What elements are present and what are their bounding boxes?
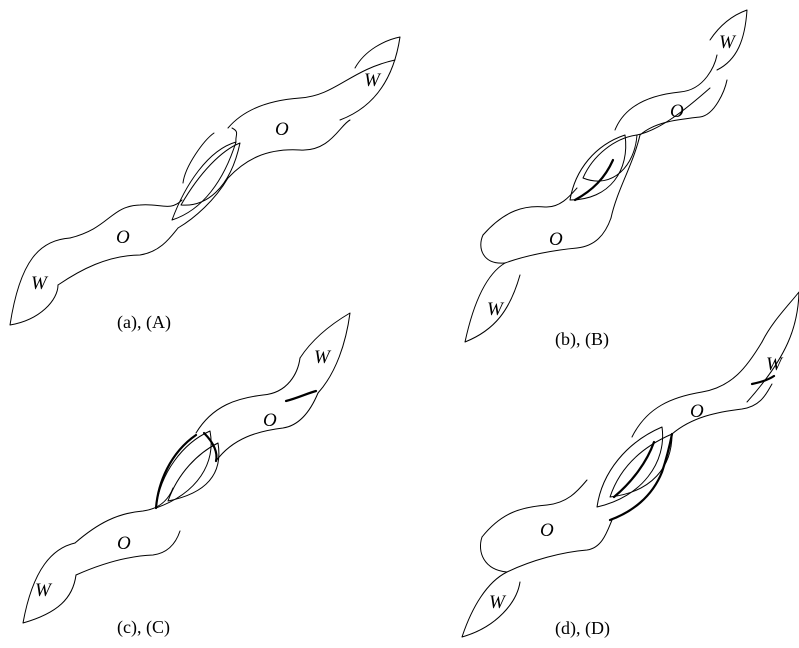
o-ribbon-upper-top [195,357,301,434]
label-o-upper: O [263,410,277,431]
panel-b: W O O W (b), (B) [464,9,748,350]
cross-bold-left [154,433,198,510]
panel-c: W O O W (c), (C) [22,312,351,638]
o-ribbon-upper-bottom [639,79,728,136]
o-ribbon-lower-top [69,199,183,239]
label-o-lower: O [117,533,131,554]
label-o-upper: O [670,101,684,122]
w-lobe-lower [461,571,521,638]
o-ribbon-upper-bold [284,389,318,403]
o-ribbon-upper-right [636,87,711,136]
cross-bold-edge [573,158,615,202]
cross-bold-lens [608,432,674,522]
label-w-upper: W [314,347,332,368]
label-o-upper: O [690,401,704,422]
w-lobe-upper [299,312,351,394]
cross-bold-inner [612,440,656,499]
cross-lens-inner [167,442,220,502]
caption-c: (c), (C) [117,617,170,638]
label-w-lower: W [31,273,49,294]
caption-a: (a), (A) [117,312,171,333]
label-o-upper: O [275,119,289,140]
label-w-lower: W [35,580,53,601]
o-ribbon-lower-top [481,479,588,538]
o-ribbon-upper-bottom [227,119,351,179]
o-ribbon-upper-bottom [671,383,773,435]
w-lobe-lower [464,262,521,343]
w-lobe-upper [339,36,401,121]
o-ribbon-upper-top [227,59,396,129]
caption-d: (d), (D) [555,618,610,639]
panel-d: W O O W (d), (D) [461,291,799,639]
o-ribbon-lower-left [480,234,506,264]
cross-lens-outer [569,134,627,201]
label-w-lower: W [487,299,505,320]
cross-bold-right [202,431,218,463]
label-w-upper: W [719,32,737,53]
o-ribbon-lower-bottom [504,217,612,264]
cross-lens-outer [155,430,212,509]
o-ribbon-lower-bottom [506,519,613,573]
label-w-lower: W [489,592,507,613]
o-ribbon-lower-top [74,487,174,544]
cross-band [610,134,641,219]
cross-lens-inner [180,142,241,206]
label-w-upper: W [364,70,382,91]
w-lobe-upper [709,9,748,71]
label-o-lower: O [116,227,130,248]
label-o-lower: O [549,229,563,250]
caption-b: (b), (B) [555,329,609,350]
o-ribbon-upper-top [614,54,718,131]
w-lobe-upper [746,291,799,403]
label-o-lower: O [540,520,554,541]
o-ribbon-lower-top [482,187,578,236]
cross-band-2 [177,177,229,229]
w-lobe-lower [9,237,71,326]
o-ribbon-lower-bottom [75,530,181,576]
o-ribbon-lower-bottom [57,227,179,286]
o-ribbon-upper-bottom [215,392,319,462]
o-ribbon-upper-top [631,341,763,438]
w-lobe-lower [22,542,77,624]
label-w-upper: W [766,354,784,375]
cross-band-1 [182,132,215,184]
panel-a: W O O W (a), (A) [9,36,401,333]
o-ribbon-lower-left [480,536,508,573]
cross-lens-outer [596,426,664,508]
